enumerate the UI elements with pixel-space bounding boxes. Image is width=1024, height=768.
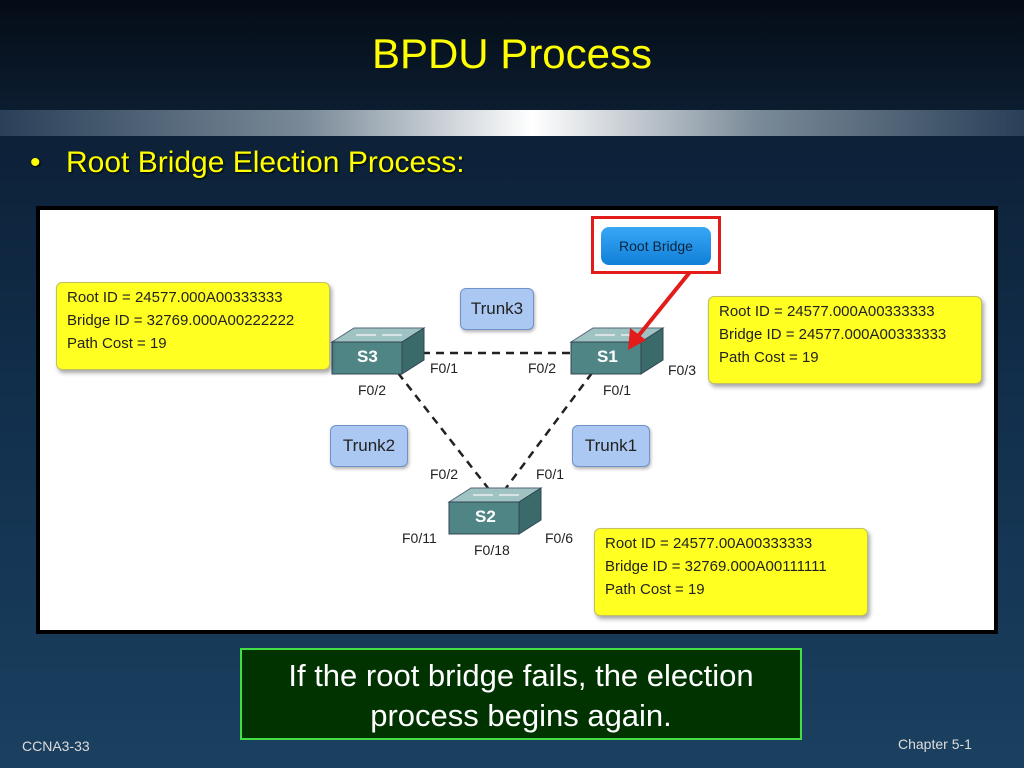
port-s2-f06: F0/6 bbox=[545, 530, 574, 546]
switch-s2-label: S2 bbox=[475, 507, 496, 526]
port-s2-f02: F0/2 bbox=[430, 466, 459, 482]
title-bar bbox=[0, 0, 1024, 110]
s2-bridge-id: Bridge ID = 32769.000A00111111 bbox=[605, 558, 827, 575]
root-bridge-highlight bbox=[591, 216, 721, 274]
s3-root-id: Root ID = 24577.000A00333333 bbox=[67, 289, 283, 306]
footer-right: Chapter 5-1 bbox=[898, 736, 972, 752]
s1-info-box: Root ID = 24577.000A00333333 Bridge ID =… bbox=[708, 296, 982, 384]
root-bridge-label: Root Bridge bbox=[601, 227, 711, 265]
trunk3-label: Trunk3 bbox=[460, 288, 534, 330]
network-diagram: S3 S1 S2 Root Bridge Trunk3 Trunk2 Trunk… bbox=[40, 210, 994, 630]
s3-path-cost: Path Cost = 19 bbox=[67, 335, 167, 352]
port-s2-f011: F0/11 bbox=[402, 530, 437, 546]
port-s2-f018: F0/18 bbox=[474, 542, 510, 558]
port-s2-f01: F0/1 bbox=[536, 466, 565, 482]
port-s1-f01: F0/1 bbox=[603, 382, 632, 398]
switch-s3-label: S3 bbox=[357, 347, 378, 366]
bullet-text: Root Bridge Election Process: bbox=[66, 146, 465, 179]
s2-root-id: Root ID = 24577.00A00333333 bbox=[605, 535, 813, 552]
trunk1-link bbox=[504, 372, 594, 489]
trunk2-link bbox=[397, 372, 489, 489]
s1-root-id: Root ID = 24577.000A00333333 bbox=[719, 303, 935, 320]
port-s1-f03: F0/3 bbox=[668, 362, 697, 378]
switch-s3-icon bbox=[330, 327, 426, 375]
switch-s1-icon bbox=[569, 327, 665, 375]
s1-bridge-id: Bridge ID = 24577.000A00333333 bbox=[719, 326, 947, 343]
trunk1-label: Trunk1 bbox=[572, 425, 650, 467]
s2-info-box: Root ID = 24577.00A00333333 Bridge ID = … bbox=[594, 528, 868, 616]
port-s1-f02: F0/2 bbox=[528, 360, 557, 376]
slide-title: BPDU Process bbox=[371, 30, 653, 77]
diagram-frame: S3 S1 S2 Root Bridge Trunk3 Trunk2 Trunk… bbox=[36, 206, 998, 634]
port-s3-f02: F0/2 bbox=[358, 382, 387, 398]
note-callout: If the root bridge fails, the election p… bbox=[240, 648, 802, 740]
s3-bridge-id: Bridge ID = 32769.000A00222222 bbox=[67, 312, 295, 329]
bullet-dot-icon: • bbox=[30, 146, 41, 179]
header-band bbox=[0, 110, 1024, 136]
bullet-item: • Root Bridge Election Process: bbox=[30, 146, 465, 180]
switch-s2-icon bbox=[447, 487, 543, 535]
root-bridge-arrow-icon bbox=[628, 270, 692, 350]
port-s3-f01: F0/1 bbox=[430, 360, 459, 376]
trunk2-label: Trunk2 bbox=[330, 425, 408, 467]
switch-s1-label: S1 bbox=[597, 347, 618, 366]
s3-info-box: Root ID = 24577.000A00333333 Bridge ID =… bbox=[56, 282, 330, 370]
s1-path-cost: Path Cost = 19 bbox=[719, 349, 819, 366]
s2-path-cost: Path Cost = 19 bbox=[605, 581, 705, 598]
footer-left: CCNA3-33 bbox=[22, 738, 90, 754]
